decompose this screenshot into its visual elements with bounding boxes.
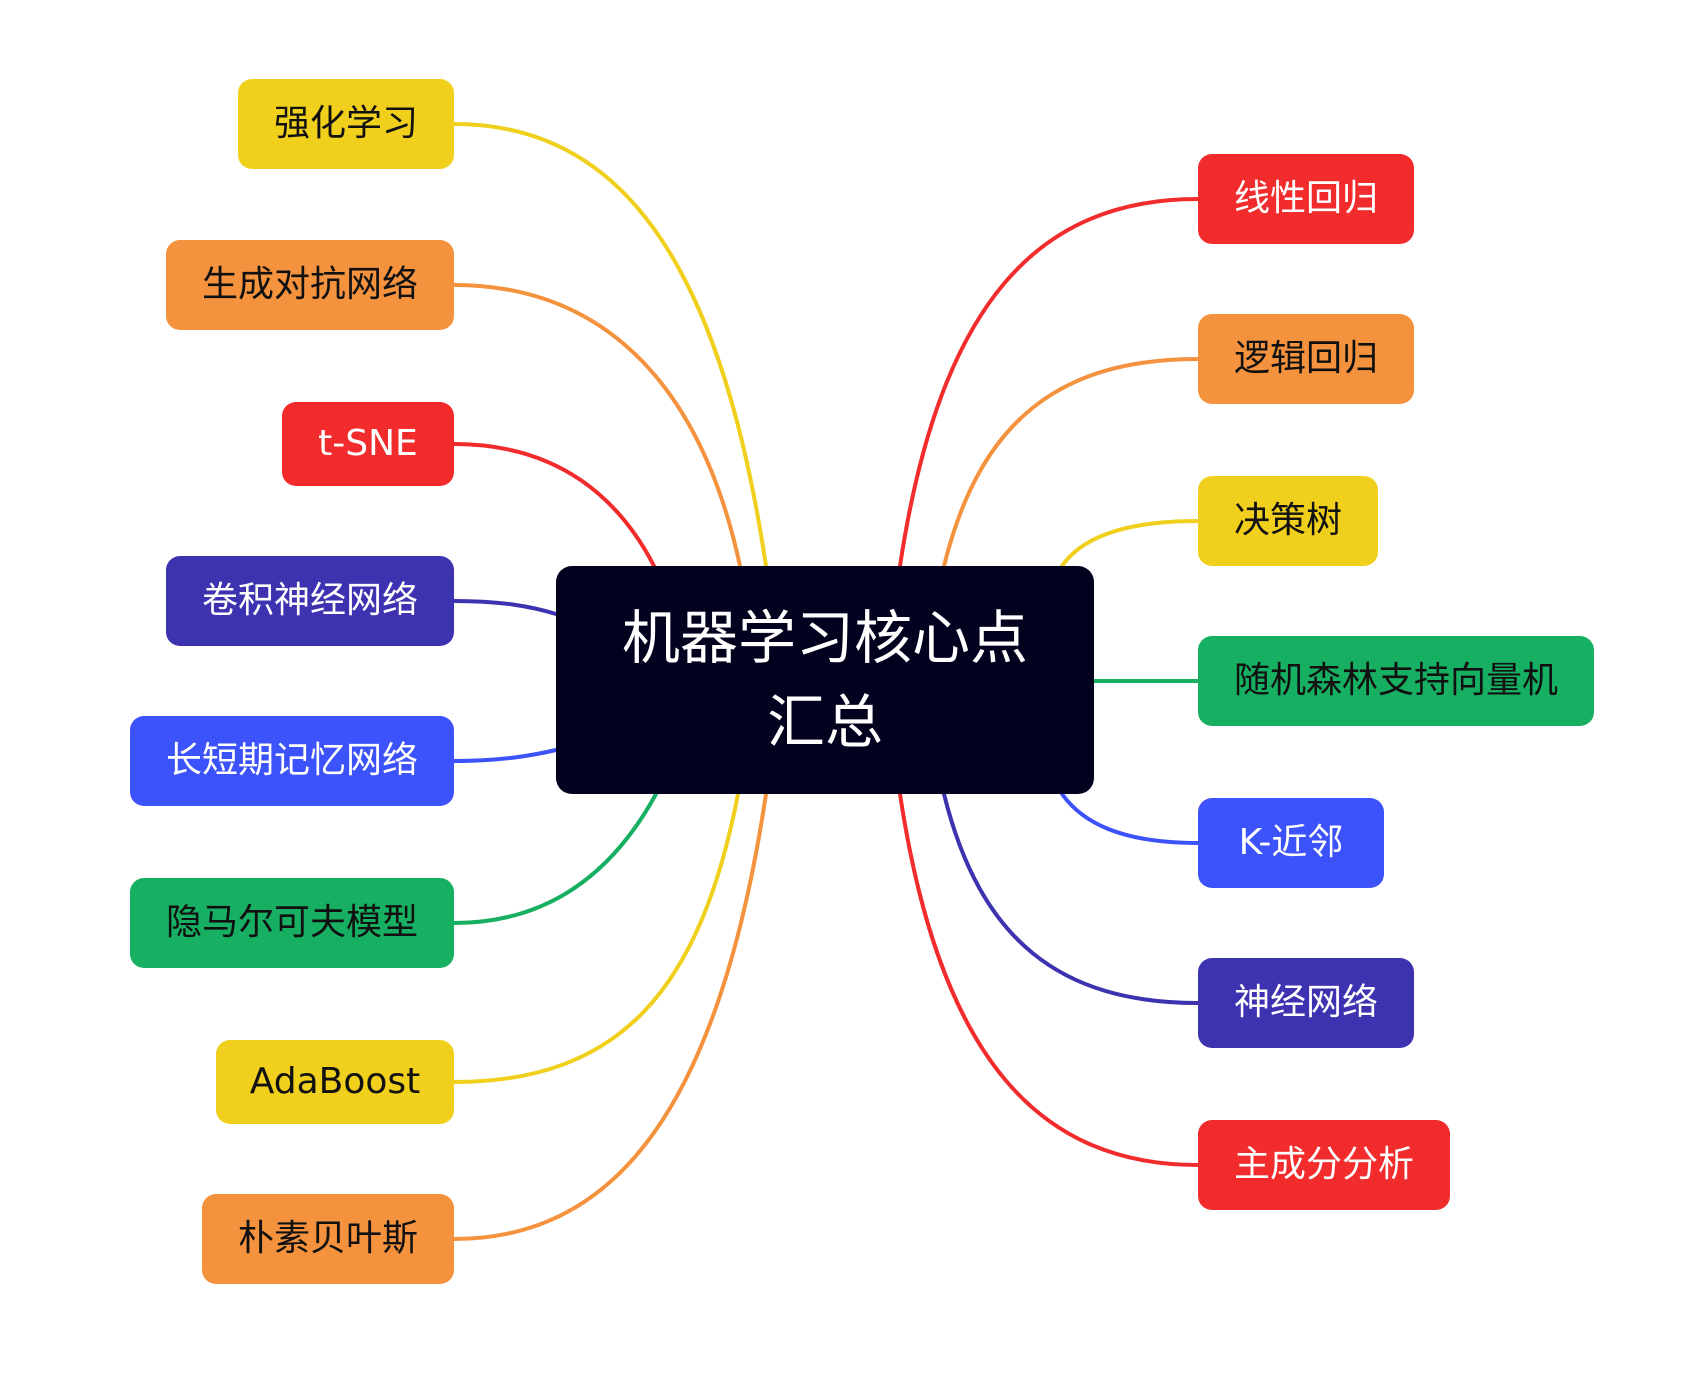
topic-node-right-5[interactable]: K-近邻 bbox=[1198, 798, 1384, 888]
topic-node-left-6[interactable]: 隐马尔可夫模型 bbox=[130, 878, 454, 968]
topic-label: 神经网络 bbox=[1233, 982, 1378, 1023]
connector-l4 bbox=[452, 599, 558, 616]
topic-label: 主成分分析 bbox=[1233, 1144, 1414, 1185]
topic-label: 生成对抗网络 bbox=[201, 264, 418, 305]
topic-label: 逻辑回归 bbox=[1233, 338, 1378, 379]
connector-l8 bbox=[452, 792, 768, 1241]
connector-r3 bbox=[1060, 519, 1200, 568]
topic-label: K-近邻 bbox=[1238, 822, 1344, 863]
topic-node-right-7[interactable]: 主成分分析 bbox=[1198, 1120, 1450, 1210]
connector-r6 bbox=[942, 792, 1200, 1005]
topic-node-left-8[interactable]: 朴素贝叶斯 bbox=[202, 1194, 454, 1284]
topic-label: 卷积神经网络 bbox=[201, 580, 418, 621]
topic-node-left-2[interactable]: 生成对抗网络 bbox=[166, 240, 454, 330]
topic-label: 隐马尔可夫模型 bbox=[165, 902, 418, 943]
topic-node-right-1[interactable]: 线性回归 bbox=[1198, 154, 1414, 244]
topic-node-right-3[interactable]: 决策树 bbox=[1198, 476, 1378, 566]
topic-label: t-SNE bbox=[318, 423, 418, 464]
topic-label: 朴素贝叶斯 bbox=[237, 1218, 418, 1259]
topic-label: 线性回归 bbox=[1233, 178, 1378, 219]
connector-r2 bbox=[942, 357, 1200, 568]
topic-node-left-4[interactable]: 卷积神经网络 bbox=[166, 556, 454, 646]
connector-l1 bbox=[452, 122, 768, 568]
topic-node-right-2[interactable]: 逻辑回归 bbox=[1198, 314, 1414, 404]
connector-r1 bbox=[898, 197, 1200, 568]
connector-l7 bbox=[452, 792, 740, 1084]
topic-node-left-3[interactable]: t-SNE bbox=[282, 402, 454, 486]
topic-node-left-7[interactable]: AdaBoost bbox=[216, 1040, 454, 1124]
topic-label: 随机森林支持向量机 bbox=[1233, 660, 1558, 701]
connector-l5 bbox=[452, 748, 558, 763]
connector-l3 bbox=[452, 442, 656, 568]
connector-l6 bbox=[452, 792, 658, 925]
topic-label: AdaBoost bbox=[249, 1061, 421, 1102]
topic-node-right-6[interactable]: 神经网络 bbox=[1198, 958, 1414, 1048]
connector-r5 bbox=[1060, 792, 1200, 845]
topic-node-left-5[interactable]: 长短期记忆网络 bbox=[130, 716, 454, 806]
topic-label: 长短期记忆网络 bbox=[165, 740, 418, 781]
topic-node-right-4[interactable]: 随机森林支持向量机 bbox=[1198, 636, 1594, 726]
connector-l2 bbox=[452, 283, 742, 568]
topic-node-left-1[interactable]: 强化学习 bbox=[238, 79, 454, 169]
topic-label: 决策树 bbox=[1233, 500, 1342, 541]
central-topic-label: 机器学习核心点汇总 bbox=[621, 604, 1028, 756]
topic-label: 强化学习 bbox=[273, 103, 418, 144]
connector-r7 bbox=[898, 792, 1200, 1167]
central-topic[interactable]: 机器学习核心点汇总 bbox=[556, 566, 1094, 794]
